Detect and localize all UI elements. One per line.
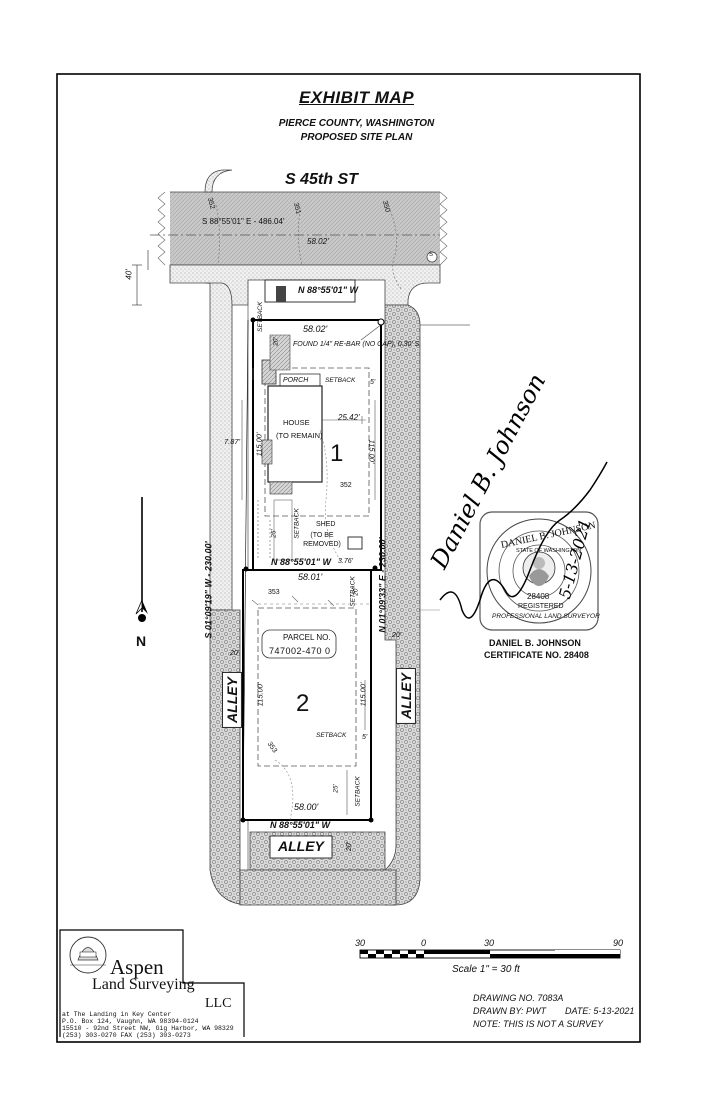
lot-1-side-setback-dim: 5' [370, 379, 376, 386]
aspen-logo-icon [69, 936, 107, 974]
shed-note: (TO BE REMOVED) [303, 532, 341, 548]
lot-2-rear-setback: SETBACK [354, 776, 362, 807]
seal-registered: REGISTERED [518, 603, 564, 610]
lot-1-front-setback: SETBACK [257, 301, 264, 332]
manhole-label: S [429, 252, 434, 258]
house-footprint [267, 385, 323, 483]
north-arrow-label: N [136, 633, 147, 649]
company-phone: (253) 303-0270 FAX (253) 303-0273 [62, 1032, 191, 1039]
row-dimension: 40' [124, 269, 134, 280]
driveway-stub [276, 286, 286, 302]
porch-label: PORCH [283, 377, 309, 384]
north-line-label-box [264, 279, 356, 303]
lot-1-contour: 352 [340, 482, 352, 489]
scale-label: Scale 1" = 30 ft [452, 964, 520, 975]
shed-dim: 3.76' [338, 558, 353, 565]
lot-line-dim: 58.01' [298, 572, 323, 582]
lot-2-bottom-dim: 58.00' [294, 802, 319, 812]
lot-2-bottom-bearing: N 88°55'01" W [270, 820, 331, 830]
lot-1-right-dim: 115.00' [367, 439, 377, 464]
lot-1-number: 1 [330, 440, 344, 467]
scale-tick: 0 [421, 938, 427, 948]
lot-1-left-dim: 115.00' [254, 432, 264, 457]
lot-line-bearing: N 88°55'01" W [271, 557, 332, 567]
scale-tick: 30 [484, 938, 495, 948]
east-alley-gravel [384, 304, 421, 906]
south-alley-label: ALLEY [278, 838, 324, 854]
survey-note: NOTE: THIS IS NOT A SURVEY [473, 1019, 604, 1029]
lot-2-setback-line [257, 607, 357, 767]
lot-2-side-setback-dim: 5' [362, 734, 368, 741]
company-logo-box [59, 929, 245, 1037]
lot-1-rear-setback: SETBACK [293, 508, 301, 539]
lot-2-number: 2 [296, 690, 310, 717]
drawn-by: DRAWN BY: PWT [473, 1006, 547, 1016]
street-name: S 45th ST [285, 171, 358, 188]
company-name-3: LLC [205, 996, 232, 1011]
house-label: HOUSE [283, 418, 310, 427]
company-address-2: P.O. Box 124, Vaughn, WA 98394-0124 [62, 1018, 199, 1025]
county-subtitle: PIERCE COUNTY, WASHINGTON [278, 118, 435, 129]
company-address-3: 15510 - 92nd Street NW, Gig Harbor, WA 9… [62, 1025, 234, 1032]
page-title: EXHIBIT MAP [298, 88, 415, 107]
east-boundary-bearing: N 01°09'33" E - 230.00' [377, 537, 388, 633]
lot-1-rear-setback-dim: 25' [270, 529, 278, 538]
lot-2-contour-top: 353 [268, 589, 280, 596]
west-alley-label: ALLEY [221, 672, 242, 728]
street-bearing: S 88°55'01" E - 486.04' [202, 217, 285, 226]
seal-number: 28408 [527, 592, 550, 601]
lot-1-offset-dim: 7.87' [224, 437, 241, 446]
found-rebar-note: FOUND 1/4" RE-BAR (NO CAP), 0.30' S [293, 341, 420, 348]
signature-stroke [439, 461, 608, 619]
sewer-manhole-icon [426, 251, 438, 263]
lot-2-left-dim: 115.00' [255, 682, 265, 707]
east-alley-label: ALLEY [395, 668, 416, 724]
east-alley-width: 20' [392, 632, 402, 639]
company-name-1: Aspen [110, 955, 164, 979]
west-boundary-bearing: S 01°09'19" W - 230.00' [203, 541, 214, 639]
street-width-dim: 58.02' [307, 237, 329, 246]
north-line-bearing: N 88°55'01" W [298, 285, 359, 295]
shed [347, 536, 363, 550]
company-address-1: at The Landing in Key Center [62, 1011, 172, 1018]
parcel-number-box [261, 629, 337, 659]
shed-label: SHED [316, 521, 336, 528]
north-arrow-icon [138, 614, 146, 622]
sheet-border [56, 73, 641, 1043]
house-note: (TO REMAIN) [276, 431, 323, 440]
lot-1-front-setback-dim: 20' [272, 337, 280, 346]
lot-2-right-dim: 115.00' [358, 682, 368, 707]
surveyor-seal [486, 518, 592, 624]
driveway [269, 334, 291, 371]
west-alley-width: 20' [230, 650, 240, 657]
seal-caption-name: DANIEL B. JOHNSON [489, 638, 581, 648]
lot-2-rear-setback-dim: 25' [332, 784, 340, 793]
lot-1-side-setback: SETBACK [325, 377, 356, 384]
south-alley-width: 20' [346, 841, 354, 852]
lot-1-dim-25: 25.42' [338, 413, 360, 422]
drawing-number: DRAWING NO. 7083A [473, 993, 564, 1003]
seal-state: STATE OF WASHINGTON [516, 548, 582, 554]
scale-tick: 90 [613, 938, 624, 948]
lot-1-top-dim: 58.02' [303, 324, 328, 334]
company-name-2: Land Surveying [92, 976, 195, 993]
lot-2-side-setback: SETBACK [316, 732, 347, 739]
seal-bottom: PROFESSIONAL LAND SURVEYOR [492, 613, 600, 620]
lot-2-top-setback-dim: 20' [352, 587, 360, 596]
plan-subtitle: PROPOSED SITE PLAN [300, 132, 413, 143]
lot-2-boundary [242, 569, 372, 821]
seal-caption-cert: CERTIFICATE NO. 28408 [484, 650, 589, 660]
scale-tick: 30 [355, 938, 366, 948]
surveyor-seal-frame [479, 511, 599, 631]
drawing-date: DATE: 5-13-2021 [565, 1006, 635, 1016]
parcel-number: 747002-470 0 [269, 646, 331, 656]
parcel-label: PARCEL NO. [283, 633, 331, 642]
